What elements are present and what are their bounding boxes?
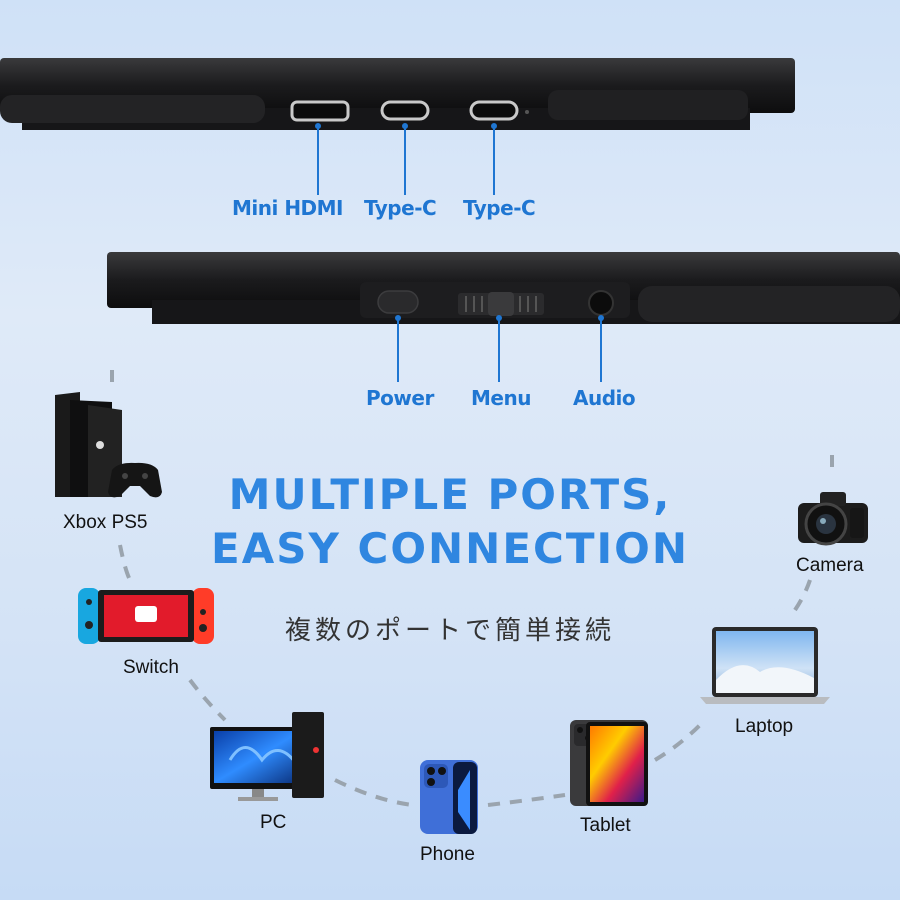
tablet-icon: [570, 720, 648, 806]
type-c-port-2: [469, 100, 519, 121]
bottom-leader-lines: [397, 318, 602, 382]
dashed-connector: [110, 370, 834, 807]
device-label-laptop: Laptop: [735, 716, 794, 737]
port-label-type-c-1: Type-C: [364, 196, 437, 220]
port-label-menu: Menu: [471, 386, 531, 410]
monitor-top-edge: [0, 58, 795, 130]
headline-line-2: EASY CONNECTION: [211, 524, 689, 573]
device-label-pc: PC: [260, 812, 287, 833]
game-console-icon: [55, 392, 162, 498]
subtitle-japanese: 複数のポートで簡単接続: [284, 616, 615, 646]
mini-hdmi-port: [290, 100, 350, 122]
power-button-shape: [377, 290, 419, 314]
audio-jack-shape: [588, 290, 614, 316]
port-label-power: Power: [366, 386, 434, 410]
device-label-camera: Camera: [796, 555, 864, 576]
port-label-type-c-2: Type-C: [463, 196, 536, 220]
switch-console-icon: [78, 588, 214, 644]
desktop-pc-icon: [210, 712, 324, 801]
top-leader-lines: [317, 126, 495, 195]
device-label-phone: Phone: [420, 844, 475, 865]
headline-line-1: MULTIPLE PORTS,: [228, 470, 672, 519]
device-label-switch: Switch: [123, 657, 179, 678]
camera-icon: [798, 492, 868, 546]
device-label-tablet: Tablet: [580, 815, 631, 836]
port-label-audio: Audio: [573, 386, 636, 410]
smartphone-icon: [420, 760, 478, 834]
monitor-bottom-edge: [107, 252, 900, 324]
device-label-xbox-ps5: Xbox PS5: [63, 512, 148, 533]
port-label-mini-hdmi: Mini HDMI: [232, 196, 344, 220]
type-c-port-1: [380, 100, 430, 121]
laptop-icon: [700, 627, 830, 704]
